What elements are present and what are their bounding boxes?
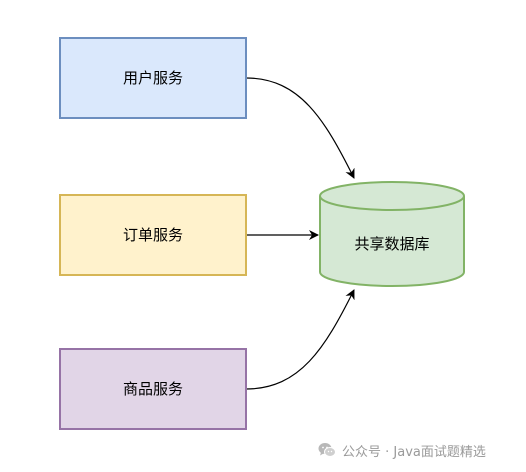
wechat-icon (318, 442, 336, 458)
shared-database-label: 共享数据库 (354, 235, 429, 253)
order-service-node: 订单服务 (59, 194, 247, 276)
product-service-label: 商品服务 (123, 380, 183, 398)
user-service-label: 用户服务 (123, 69, 183, 87)
watermark-text: 公众号 · Java面试题精选 (342, 444, 486, 460)
user-service-node: 用户服务 (59, 37, 247, 119)
database-cylinder-body (319, 196, 465, 287)
shared-database-node: 共享数据库 (319, 181, 465, 287)
watermark: 公众号 · Java面试题精选 (318, 440, 486, 460)
edge-product-to-database (245, 289, 355, 390)
edge-user-to-database (245, 77, 355, 179)
product-service-node: 商品服务 (59, 348, 247, 430)
order-service-label: 订单服务 (123, 226, 183, 244)
database-cylinder-top (319, 181, 465, 211)
